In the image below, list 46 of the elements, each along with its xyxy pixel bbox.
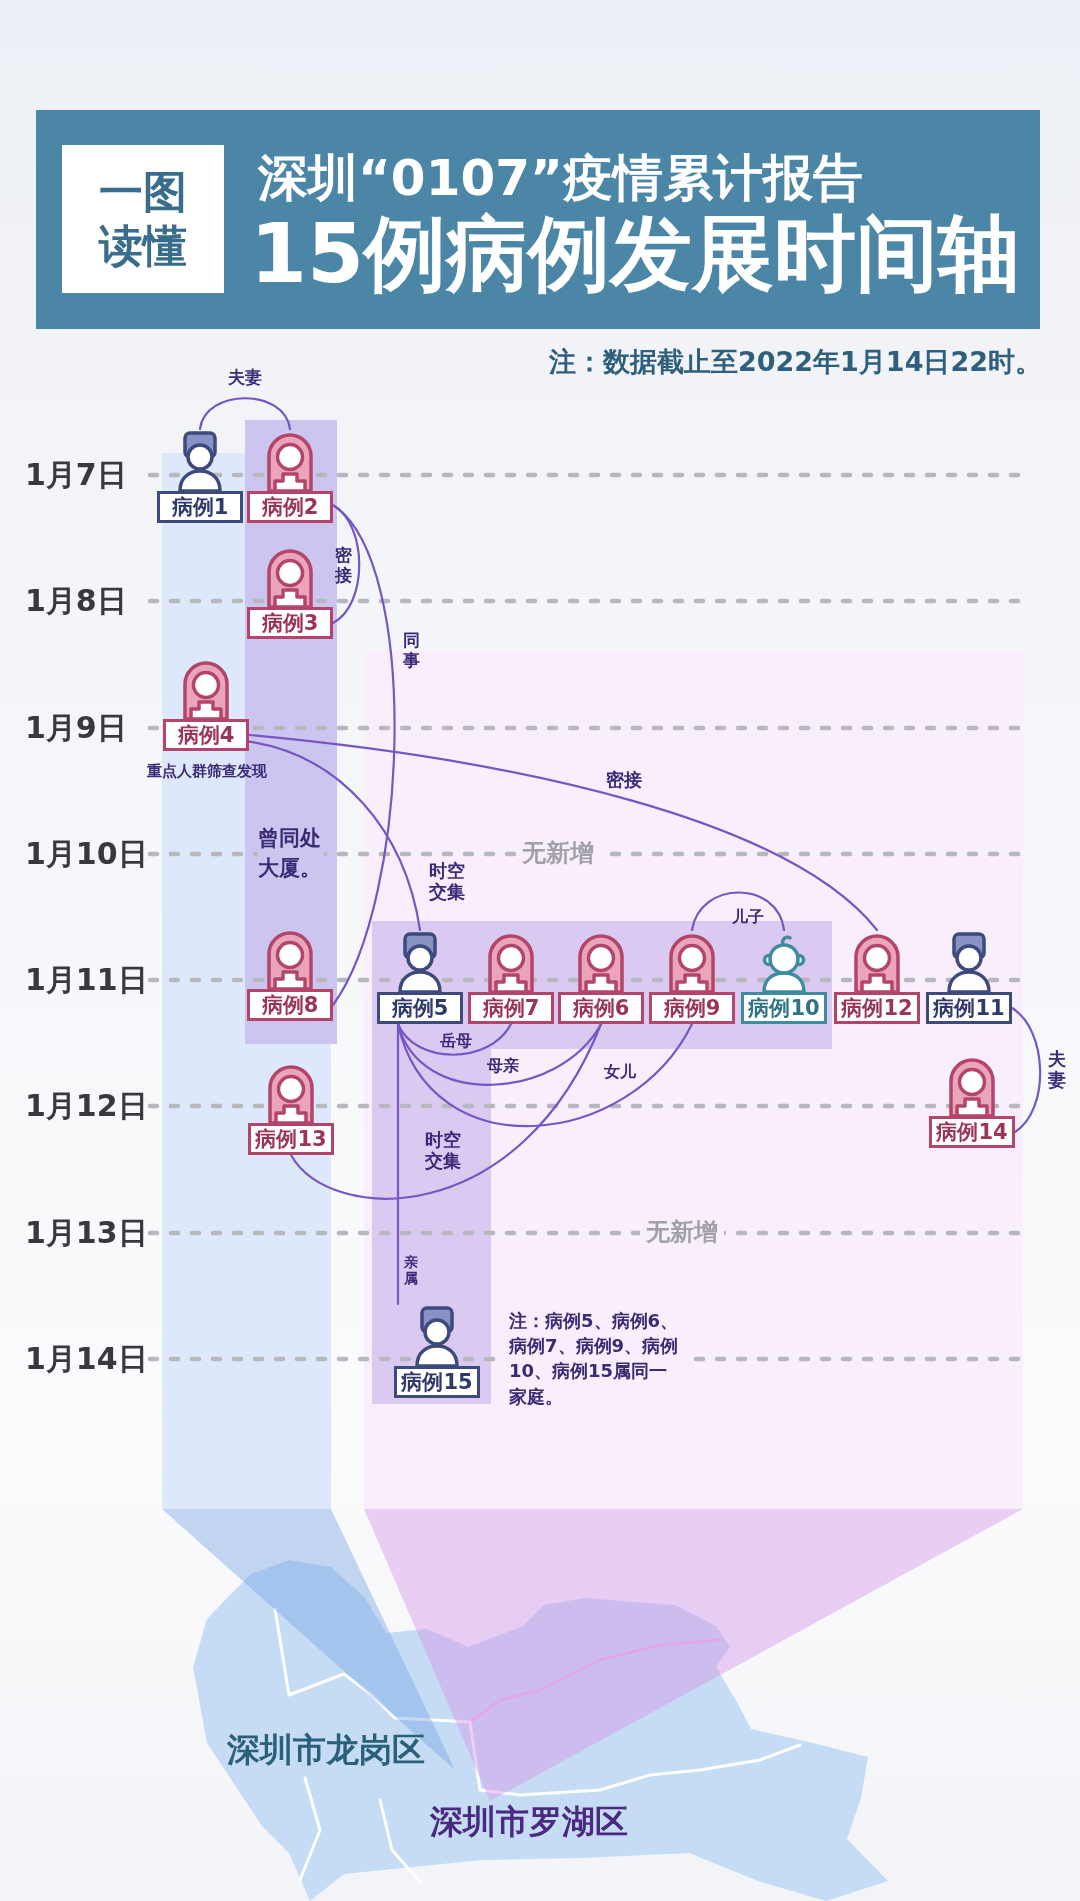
case-label: 病例8 xyxy=(247,989,333,1021)
edge-label: 儿子 xyxy=(732,907,764,927)
edge-label: 母亲 xyxy=(487,1056,519,1076)
connector-line xyxy=(289,1022,603,1200)
date-label: 1月13日 xyxy=(25,1214,148,1252)
connector-line xyxy=(396,1022,694,1128)
subtitle-text: 深圳“0107”疫情累计报告 xyxy=(258,148,863,209)
title-tag: 一图读懂 xyxy=(62,145,224,293)
edge-label: 女儿 xyxy=(604,1062,636,1082)
case-label: 病例14 xyxy=(929,1116,1015,1148)
date-label: 1月12日 xyxy=(25,1087,148,1125)
connector-line xyxy=(198,397,292,431)
edge-label: 时空交集 xyxy=(425,1130,461,1172)
title-text: 15例病例发展时间轴 xyxy=(250,208,1021,300)
date-label: 1月8日 xyxy=(25,582,127,620)
date-label: 1月11日 xyxy=(25,961,148,999)
edge-label: 夫妻 xyxy=(1048,1049,1066,1091)
case-label: 病例7 xyxy=(468,992,554,1024)
connector-line xyxy=(247,733,879,932)
district-label: 深圳市罗湖区 xyxy=(430,1800,628,1843)
case-label: 病例4 xyxy=(163,719,249,751)
caption-text: 重点人群筛查发现 xyxy=(147,760,267,782)
district-label: 深圳市龙岗区 xyxy=(227,1728,425,1771)
edge-label: 夫妻 xyxy=(228,368,262,388)
edge-label: 密接 xyxy=(606,769,642,791)
case-label: 病例3 xyxy=(247,607,333,639)
connector-line xyxy=(1010,1006,1042,1134)
edge-label: 亲属 xyxy=(404,1253,418,1287)
date-label: 1月9日 xyxy=(25,709,127,747)
case-label: 病例12 xyxy=(834,992,920,1024)
connector-line xyxy=(247,740,422,932)
date-label: 1月10日 xyxy=(25,835,148,873)
case-label: 病例13 xyxy=(248,1123,334,1155)
connector-line xyxy=(331,504,396,1007)
case-label: 病例6 xyxy=(558,992,644,1024)
edge-label: 岳母 xyxy=(440,1031,472,1051)
connector-line xyxy=(396,1022,400,1306)
date-label: 1月14日 xyxy=(25,1340,148,1378)
case-label: 病例9 xyxy=(649,992,735,1024)
edge-label: 密接 xyxy=(334,546,352,586)
note-text: 注：数据截止至2022年1月14日22时。 xyxy=(548,345,1042,380)
date-label: 1月7日 xyxy=(25,456,127,494)
edge-label: 时空交集 xyxy=(429,861,465,903)
edge-label: 同事 xyxy=(402,631,420,671)
case-label: 病例2 xyxy=(247,491,333,523)
connector-line xyxy=(690,891,786,932)
